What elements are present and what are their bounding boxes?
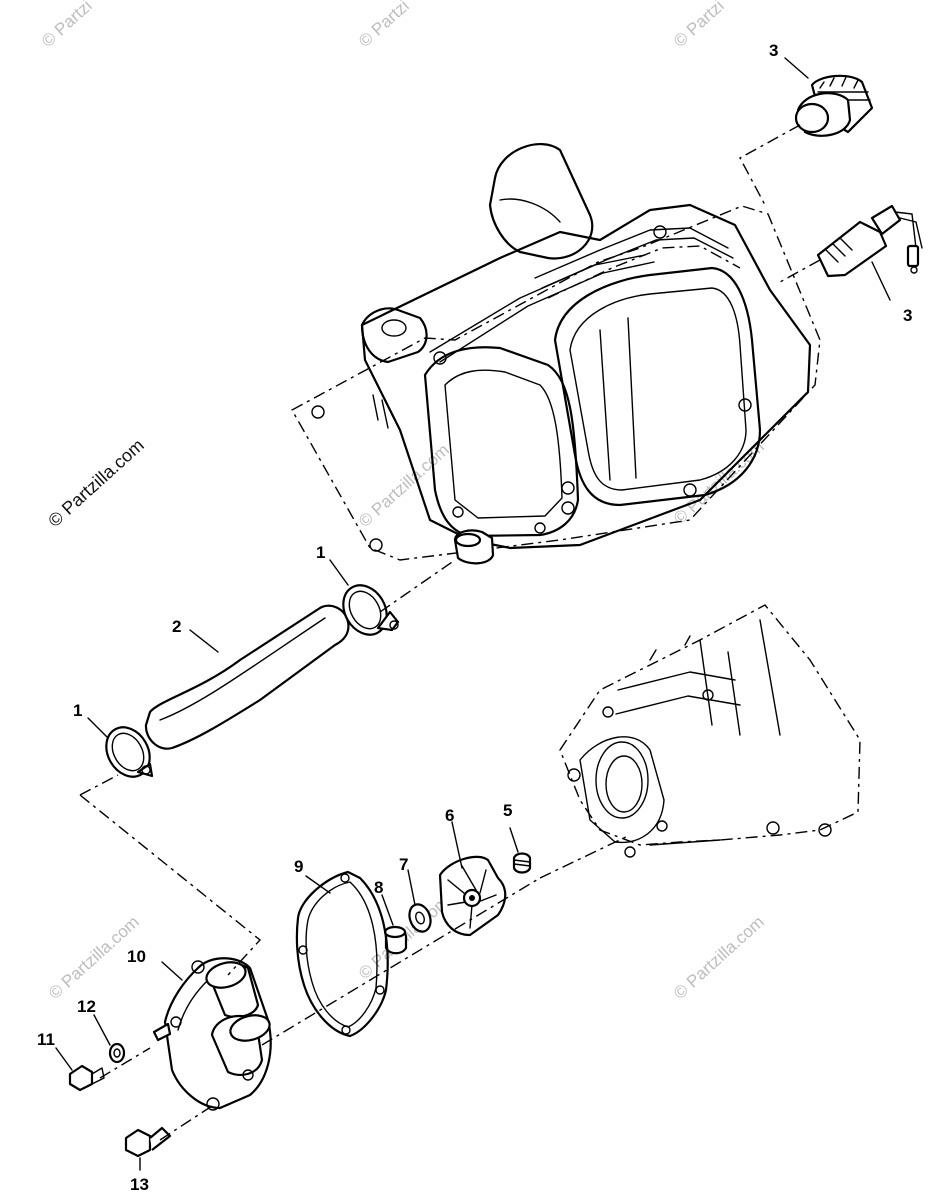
hose-clamp-upper — [342, 584, 400, 636]
washer-small — [108, 1042, 126, 1064]
watermark-bottom-right: © Partzilla.com — [670, 912, 768, 1003]
callout-1-upper: 1 — [316, 543, 325, 562]
callout-8: 8 — [374, 878, 383, 897]
cylinder-head — [291, 143, 821, 565]
callout-2: 2 — [172, 617, 181, 636]
engine-crankcase — [559, 604, 861, 858]
callout-6: 6 — [445, 806, 454, 825]
water-pump-cover — [152, 957, 272, 1111]
assembly-lines — [79, 124, 821, 1141]
bolt-short — [68, 1064, 105, 1092]
callout-3: 3 — [769, 41, 778, 60]
coolant-hose — [144, 604, 350, 750]
callout-11: 11 — [37, 1030, 55, 1049]
callout-12: 12 — [77, 997, 96, 1016]
watermark-top-left: © Partzi — [38, 0, 96, 51]
callout-1-lower: 1 — [73, 701, 82, 720]
pump-spring — [512, 852, 532, 874]
callout-10: 10 — [127, 947, 146, 966]
watermark-center: © Partzilla.com — [355, 440, 453, 531]
hose-clamp-lower — [105, 726, 154, 778]
pump-cover-gasket — [295, 870, 389, 1038]
mechanical-seal — [383, 925, 408, 955]
impeller — [438, 855, 507, 937]
watermark-top-right: © Partzi — [670, 0, 728, 51]
callout-4: 3 — [903, 306, 912, 325]
bolt-long — [124, 1126, 172, 1158]
thermostat — [794, 74, 874, 137]
leader-lines — [55, 57, 891, 1171]
callout-13: 13 — [130, 1175, 149, 1194]
callout-9: 9 — [294, 857, 303, 876]
temperature-sensor — [816, 204, 923, 278]
watermark-top-center: © Partzi — [355, 0, 413, 51]
callout-5: 5 — [503, 801, 512, 820]
callout-7: 7 — [399, 855, 408, 874]
watermark-left: © Partzilla.com — [44, 435, 148, 531]
callout-labels: 3 3 1 2 1 5 6 7 8 9 10 12 11 13 — [37, 41, 912, 1194]
